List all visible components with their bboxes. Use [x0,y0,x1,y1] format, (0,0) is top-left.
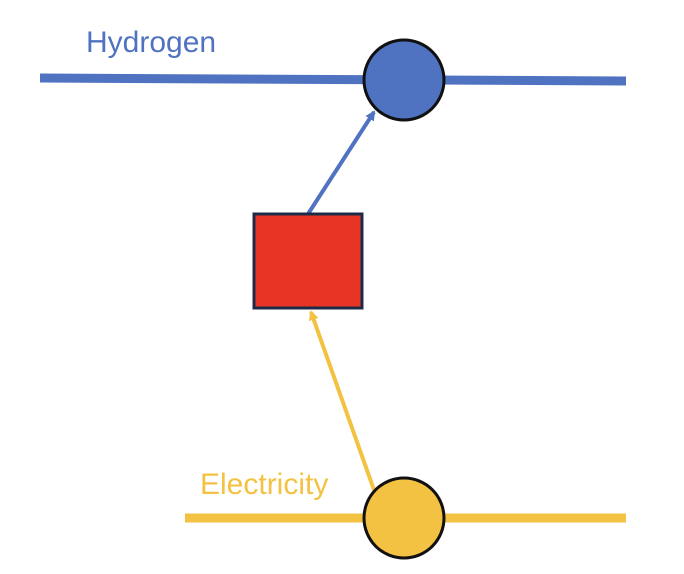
hydrogen-flow-arrow [306,110,376,216]
electricity-bus-node [362,476,446,560]
electricity-flow-arrow [308,310,376,491]
converter-node [252,212,364,310]
electricity-label: Electricity [200,468,328,501]
hydrogen-label: Hydrogen [86,26,216,59]
hydrogen-bus-node [362,38,446,122]
hydrogen-bus-line [39,73,627,86]
